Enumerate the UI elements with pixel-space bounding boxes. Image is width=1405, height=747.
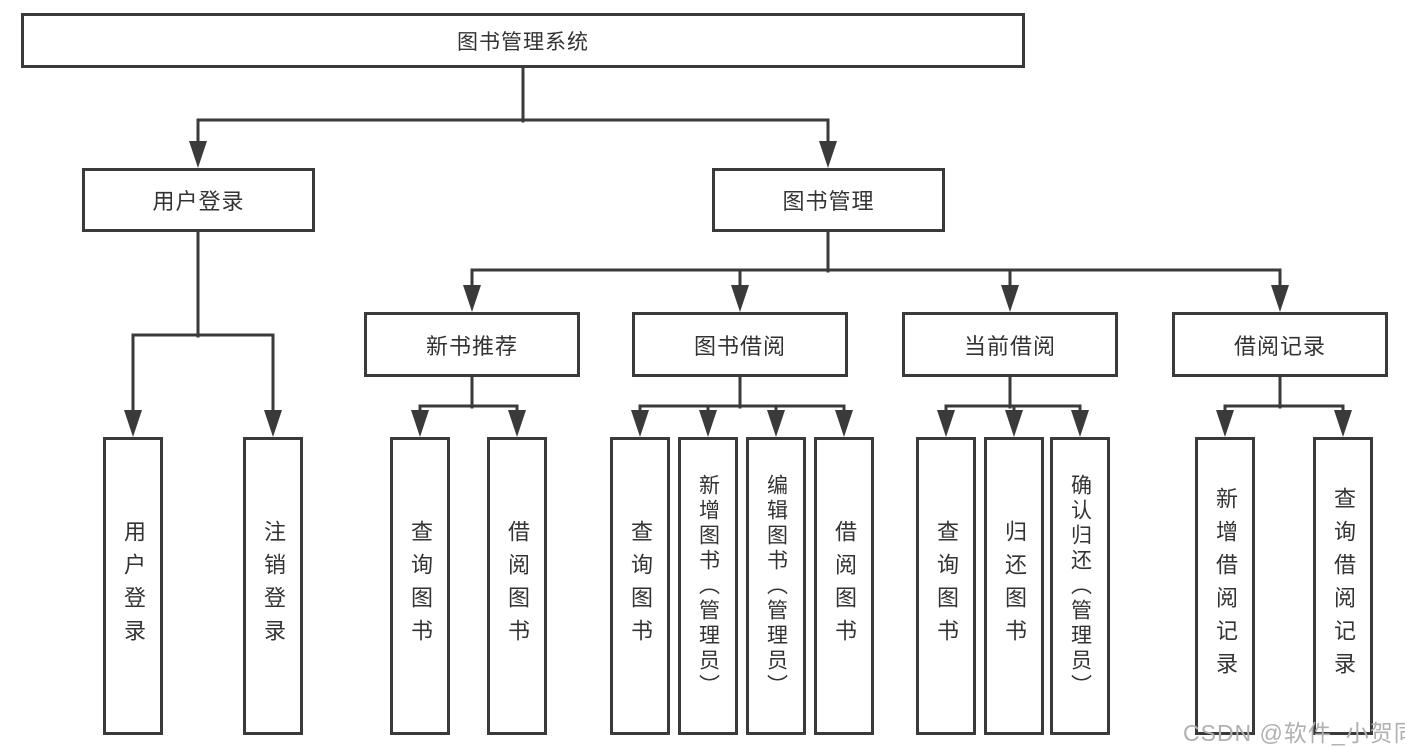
node-label: 查询借阅记录 [1331,487,1356,685]
arrowhead [124,410,142,437]
arrowhead [1271,285,1289,312]
leaf-login-node: 用户登录 [103,437,163,735]
node-label: 新书推荐 [425,333,518,359]
arrowhead [189,141,207,168]
node-label: 用户登录 [121,520,146,652]
node-label: 查询图书 [628,520,653,652]
leaf-query-borrow-record: 查询借阅记录 [1313,437,1373,735]
leaf-add-borrow-record: 新增借阅记录 [1195,437,1255,735]
arrowhead [819,141,837,168]
leaf-return-books: 归还图书 [984,437,1044,735]
arrowhead [835,410,853,437]
connector-user-login-children [124,230,282,437]
watermark: CSDN @软件_小贺同学 [1183,720,1405,746]
node-label: 注销登录 [261,520,286,652]
node-label: 借阅记录 [1233,333,1326,359]
node-label: 确认归还（管理员） [1068,473,1092,699]
arrowhead [508,410,526,437]
node-label: 图书管理 [782,189,875,214]
node-label: 借阅图书 [505,520,530,652]
arrowhead [264,410,282,437]
connector-current-borrowing-children [937,375,1089,437]
leaf-confirm-return: 确认归还（管理员） [1050,437,1110,735]
connector-borrow-records-children [1216,375,1352,437]
arrowhead [937,410,955,437]
node-label: 归还图书 [1002,520,1027,652]
leaf-borrow-books-1: 借阅图书 [487,437,547,735]
node-label: 查询图书 [408,520,433,652]
node-label: 查询图书 [934,520,959,652]
leaf-add-books: 新增图书（管理员） [678,437,738,735]
leaf-query-books-3: 查询图书 [916,437,976,735]
book-borrowing-node: 图书借阅 [632,312,848,377]
arrowhead [731,285,749,312]
node-label: 当前借阅 [963,333,1056,359]
connector-root-to-level2 [189,66,837,168]
leaf-borrow-books-2: 借阅图书 [814,437,874,735]
root-node: 图书管理系统 [21,13,1025,68]
borrow-records-node: 借阅记录 [1172,312,1388,377]
connector-book-management-children [463,230,1289,312]
book-management-node: 图书管理 [712,168,945,232]
node-label: 借阅图书 [832,520,857,652]
arrowhead [1216,410,1234,437]
user-login-node: 用户登录 [82,168,315,232]
leaf-edit-books: 编辑图书（管理员） [746,437,806,735]
arrowhead [699,410,717,437]
leaf-query-books-2: 查询图书 [610,437,670,735]
arrowhead [463,285,481,312]
node-label: 新增图书（管理员） [696,473,720,699]
arrowhead [411,410,429,437]
arrowhead [1005,410,1023,437]
arrowhead [1334,410,1352,437]
arrowhead [767,410,785,437]
node-label: 新增借阅记录 [1213,487,1238,685]
arrowhead [631,410,649,437]
leaf-logout-node: 注销登录 [243,437,303,735]
arrowhead [1071,410,1089,437]
new-book-recommend-node: 新书推荐 [364,312,580,377]
node-label: 编辑图书（管理员） [764,473,788,699]
node-label: 图书管理系统 [457,30,589,54]
connector-new-book-recommend-children [411,375,526,437]
leaf-query-books-1: 查询图书 [390,437,450,735]
arrowhead [1001,285,1019,312]
connector-book-borrowing-children [631,375,853,437]
node-label: 图书借阅 [693,333,786,359]
current-borrowing-node: 当前借阅 [902,312,1118,377]
node-label: 用户登录 [152,189,245,214]
